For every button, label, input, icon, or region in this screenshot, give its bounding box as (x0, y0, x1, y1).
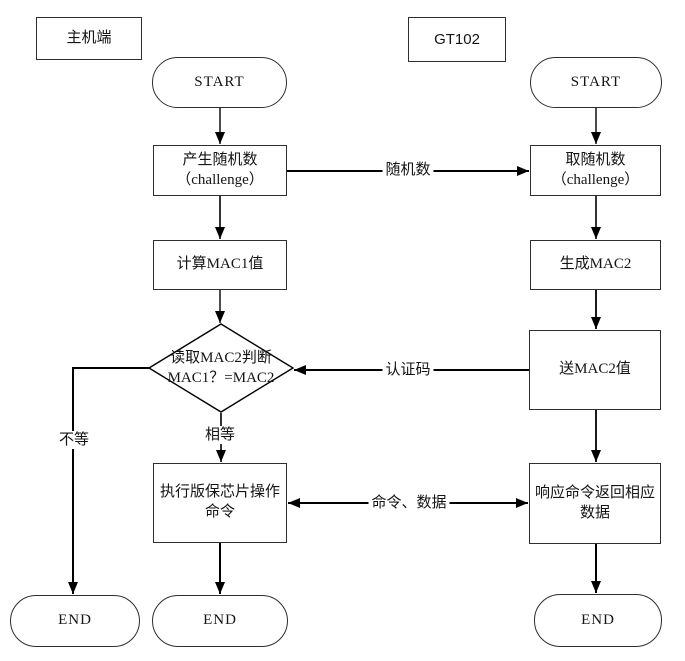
device-get-random-line2: （challenge） (551, 171, 640, 188)
decision-line2: MAC1？=MAC2 (167, 370, 275, 386)
host-start-terminator: START (152, 57, 287, 108)
host-generate-random-process: 产生随机数 （challenge） (153, 145, 287, 196)
device-send-mac2-text: 送MAC2值 (559, 361, 631, 378)
lane-label-host-text: 主机端 (66, 29, 112, 46)
edge-label-auth-code: 认证码 (382, 361, 434, 379)
host-end-equal-text: END (203, 612, 237, 629)
host-start-text: START (194, 73, 245, 90)
lane-label-host: 主机端 (36, 17, 142, 60)
device-send-mac2-process: 送MAC2值 (529, 330, 661, 410)
device-generate-mac2-process: 生成MAC2 (530, 240, 661, 290)
host-end-notequal-text: END (58, 612, 92, 629)
edge-decision-notequal-to-end (68, 367, 149, 594)
device-end-terminator: END (534, 594, 662, 647)
host-calc-mac1-process: 计算MAC1值 (153, 240, 287, 290)
device-get-random-process: 取随机数 （challenge） (530, 145, 661, 196)
edge-label-random-number: 随机数 (382, 161, 434, 179)
host-calc-mac1-text: 计算MAC1值 (176, 256, 264, 273)
host-exec-line2: 命令 (204, 504, 235, 520)
host-exec-line1: 执行版保芯片操作 (159, 484, 280, 501)
device-end-text: END (581, 611, 615, 628)
device-respond-command-process: 响应命令返回相应 数据 (529, 463, 661, 544)
device-get-random-line1: 取随机数 (565, 151, 626, 168)
edge-label-equal: 相等 (201, 426, 239, 444)
device-respond-line1: 响应命令返回相应 (534, 484, 655, 501)
device-start-text: START (570, 73, 622, 90)
lane-label-device: GT102 (408, 17, 506, 62)
host-exec-command-process: 执行版保芯片操作 命令 (153, 463, 287, 543)
device-generate-mac2-text: 生成MAC2 (559, 256, 632, 273)
device-start-terminator: START (530, 57, 662, 108)
edge-label-not-equal: 不等 (55, 431, 93, 449)
decision-mac-compare: 读取MAC2判断 MAC1？=MAC2 (146, 340, 296, 396)
edge-label-command-data: 命令、数据 (368, 494, 450, 512)
decision-diamond-shape (147, 323, 295, 413)
host-end-notequal-terminator: END (10, 595, 140, 647)
decision-line1: 读取MAC2判断 (170, 349, 272, 366)
host-generate-random-line1: 产生随机数 (182, 151, 258, 168)
lane-label-device-text: GT102 (434, 30, 480, 48)
host-end-equal-terminator: END (152, 595, 288, 647)
host-generate-random-line2: （challenge） (176, 171, 264, 188)
device-respond-line2: 数据 (579, 504, 610, 521)
